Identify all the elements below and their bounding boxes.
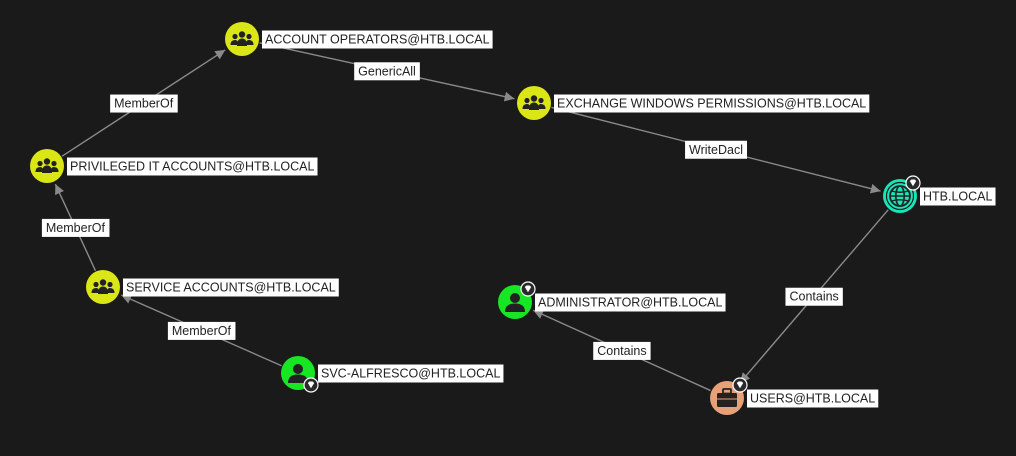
edge-label-bg: [593, 341, 651, 360]
edge-label-bg: [110, 94, 178, 113]
node-label-bg: [920, 187, 996, 206]
node-privileged-it-accounts[interactable]: PRIVILEGED IT ACCOUNTS@HTB.LOCAL: [30, 149, 318, 183]
node-account-operators[interactable]: ACCOUNT OPERATORS@HTB.LOCAL: [225, 22, 493, 56]
node-label: ADMINISTRATOR@HTB.LOCAL: [538, 296, 723, 310]
group-icon: [91, 279, 115, 294]
nodes-layer: ACCOUNT OPERATORS@HTB.LOCAL EXCHANGE WIND…: [30, 22, 996, 415]
user-icon: [288, 364, 308, 383]
owned-badge-icon: [732, 377, 748, 393]
edge-label: MemberOf: [114, 97, 174, 111]
node-label: PRIVILEGED IT ACCOUNTS@HTB.LOCAL: [70, 160, 315, 174]
node-label-bg: [747, 389, 879, 408]
node-label-bg: [554, 94, 870, 113]
edge-svc-alfresco-service-accounts[interactable]: MemberOf: [121, 294, 282, 367]
edges-layer: MemberOfGenericAllWriteDaclMemberOfMembe…: [41, 42, 889, 392]
node-label: SERVICE ACCOUNTS@HTB.LOCAL: [126, 281, 336, 295]
edge-label-bg: [41, 218, 110, 237]
node-administrator[interactable]: ADMINISTRATOR@HTB.LOCAL: [498, 281, 726, 319]
edge-users-administrator[interactable]: Contains: [532, 309, 711, 392]
edge-label-bg: [785, 287, 843, 306]
group-icon: [522, 95, 546, 110]
user-icon: [505, 293, 525, 312]
edge-label: WriteDacl: [689, 143, 743, 157]
edge-label: MemberOf: [46, 221, 106, 235]
edge-service-accounts-privileged-it-accounts[interactable]: MemberOf: [41, 183, 110, 271]
edge-label: GenericAll: [358, 64, 416, 78]
edge-label-bg: [685, 140, 748, 159]
edge-label: MemberOf: [172, 324, 232, 338]
briefcase-icon: [717, 388, 737, 407]
node-label: HTB.LOCAL: [923, 190, 993, 204]
node-label-bg: [535, 293, 726, 312]
edge-label-bg: [167, 321, 236, 340]
node-label: ACCOUNT OPERATORS@HTB.LOCAL: [265, 33, 490, 47]
owned-badge-icon: [303, 377, 319, 393]
node-label-bg: [262, 30, 493, 49]
node-htb-local[interactable]: HTB.LOCAL: [883, 175, 996, 213]
edge-htb-local-users[interactable]: Contains: [739, 209, 889, 384]
edge-label-bg: [354, 62, 420, 81]
edge-label: Contains: [597, 344, 646, 358]
edge-exchange-windows-permissions-htb-local[interactable]: WriteDacl: [551, 106, 881, 194]
node-users[interactable]: USERS@HTB.LOCAL: [710, 377, 879, 415]
node-label: USERS@HTB.LOCAL: [750, 392, 875, 406]
owned-badge-icon: [905, 175, 921, 191]
node-label: EXCHANGE WINDOWS PERMISSIONS@HTB.LOCAL: [557, 97, 866, 111]
edge-account-operators-exchange-windows-permissions[interactable]: GenericAll: [259, 42, 515, 102]
node-svc-alfresco[interactable]: SVC-ALFRESCO@HTB.LOCAL: [281, 356, 504, 393]
edge-label: Contains: [789, 290, 838, 304]
node-label-bg: [123, 278, 339, 297]
globe-icon: [889, 185, 911, 207]
node-label-bg: [67, 157, 318, 176]
group-icon: [35, 158, 59, 173]
node-label: SVC-ALFRESCO@HTB.LOCAL: [321, 367, 500, 381]
node-exchange-windows-permissions[interactable]: EXCHANGE WINDOWS PERMISSIONS@HTB.LOCAL: [517, 86, 870, 120]
group-icon: [230, 31, 254, 46]
node-service-accounts[interactable]: SERVICE ACCOUNTS@HTB.LOCAL: [86, 270, 339, 304]
node-label-bg: [318, 364, 504, 383]
owned-badge-icon: [520, 281, 536, 297]
edge-privileged-it-accounts-account-operators[interactable]: MemberOf: [61, 49, 226, 157]
